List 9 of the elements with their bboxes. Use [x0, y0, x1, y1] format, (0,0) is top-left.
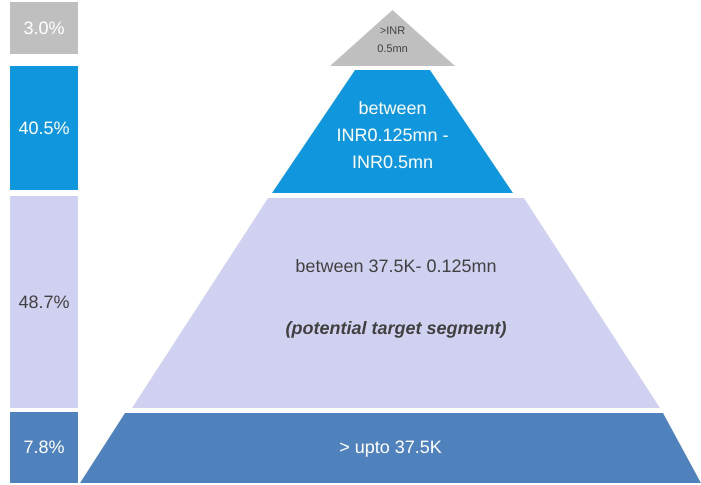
percentage-tile: 3.0% — [10, 2, 78, 54]
tier-note: (potential target segment) — [285, 318, 507, 340]
percentage-tile: 48.7% — [10, 196, 78, 408]
percentage-tile: 40.5% — [10, 66, 78, 190]
tier-label: between INR0.125mn - INR0.5mn — [335, 96, 450, 174]
percentage-tile: 7.8% — [10, 412, 78, 483]
tier-label: >INR 0.5mn — [376, 24, 409, 57]
tier-label: between 37.5K- 0.125mn — [295, 256, 497, 278]
tier-label: > upto 37.5K — [339, 437, 442, 459]
